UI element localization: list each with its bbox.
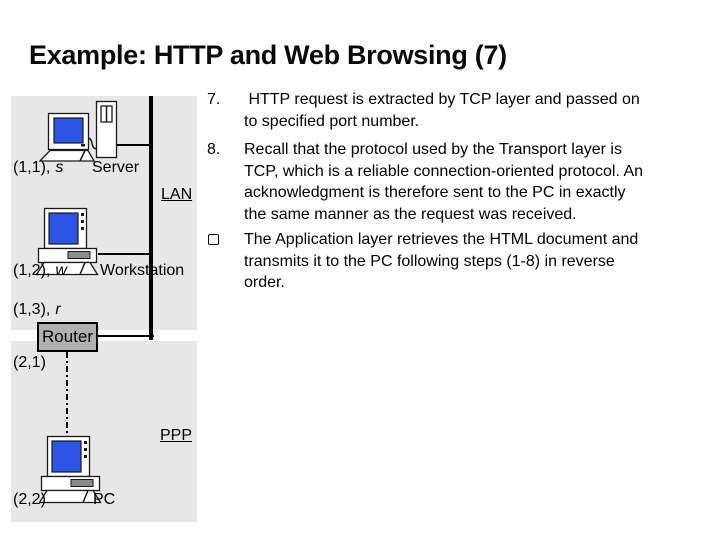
bullet-list: 7. HTTP request is extracted by TCP laye… — [200, 89, 705, 294]
server-computer-icon — [38, 100, 118, 162]
monitor — [47, 112, 90, 151]
node-name-workstation: Workstation — [100, 262, 185, 279]
list-item-7: 7. HTTP request is extracted by TCP laye… — [200, 89, 705, 132]
lan-label: LAN — [161, 186, 193, 203]
node-name-server: Server — [92, 159, 140, 176]
node-label-1-1: (1,1),s — [13, 159, 64, 176]
router-drop-line — [97, 335, 154, 337]
system-unit — [37, 247, 98, 264]
router-box: Router — [37, 322, 98, 352]
item-8-text: Recall that the protocol used by the Tra… — [244, 141, 644, 223]
node-label-1-3: (1,3),r — [13, 301, 61, 318]
item-7-number: 7. — [207, 91, 221, 108]
ppp-link-line — [66, 352, 68, 437]
node-label-2-1: (2,1) — [13, 354, 46, 371]
item-8-number: 8. — [207, 141, 221, 158]
router-label: Router — [41, 327, 94, 346]
keyboard — [36, 261, 99, 276]
monitor — [43, 207, 88, 250]
workstation-drop-line — [98, 253, 150, 255]
server-drop-line — [116, 144, 150, 146]
node-label-2-2: (2,2) — [13, 491, 46, 508]
list-item-8: 8. Recall that the protocol used by the … — [200, 139, 705, 225]
monitor — [46, 435, 91, 478]
ppp-label: PPP — [160, 427, 193, 444]
list-item-square: The Application layer retrieves the HTML… — [200, 229, 705, 294]
slide-title: Example: HTTP and Web Browsing (7) — [29, 40, 507, 70]
workstation-computer-icon — [36, 207, 99, 276]
cable — [88, 137, 97, 150]
pc-computer-icon — [39, 435, 102, 504]
lan-bus-line — [149, 96, 153, 340]
item-7-text: HTTP request is extracted by TCP layer a… — [244, 91, 640, 130]
keyboard — [38, 149, 96, 162]
keyboard — [39, 489, 102, 504]
square-bullet-icon — [207, 229, 244, 294]
square-item-text: The Application layer retrieves the HTML… — [244, 231, 639, 291]
system-unit — [40, 475, 101, 492]
node-name-pc: PC — [93, 491, 116, 508]
node-label-1-2: (1,2),w — [13, 262, 67, 279]
tower — [95, 100, 118, 159]
ppp-panel — [11, 341, 197, 522]
